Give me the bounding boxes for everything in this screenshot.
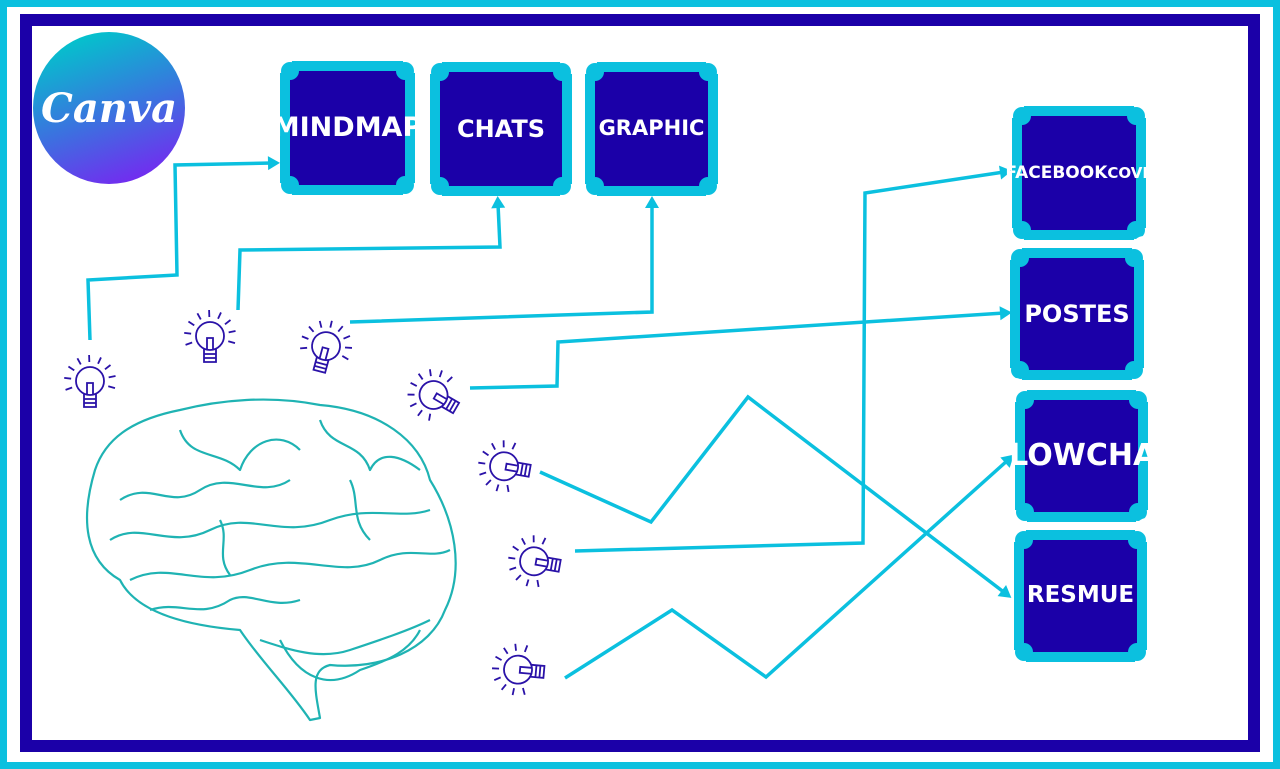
lightbulb-icon (478, 440, 532, 493)
arrowhead (645, 196, 659, 208)
box-label-chats: CHATS (456, 114, 546, 143)
inner-frame (20, 14, 1260, 752)
arrowhead (1000, 454, 1014, 468)
connector-arrow (564, 454, 1014, 680)
lightbulb-icon (492, 643, 546, 696)
arrowhead (998, 165, 1012, 180)
arrowhead (999, 306, 1012, 321)
logo-text: Canva (41, 84, 177, 132)
lightbulb-icon (184, 309, 236, 363)
lightbulb-icon (64, 354, 116, 408)
connector-arrow (86, 156, 280, 341)
connector-arrow (574, 165, 1012, 553)
connector-arrow (539, 394, 1012, 598)
box-label-graphic: GRAPHIC (598, 116, 705, 141)
arrowhead (267, 156, 280, 171)
canva-logo: Canva (33, 32, 185, 184)
box-graphic (573, 50, 730, 208)
lightbulb-icon (300, 320, 353, 374)
box-facebook-cove (1000, 94, 1158, 252)
connector-arrow (236, 196, 506, 311)
lightbulb-icon (508, 535, 562, 588)
box-chats (418, 50, 584, 208)
arrowhead (491, 196, 506, 209)
lightbulb-icon (407, 369, 461, 421)
box-label-resmue: RESMUE (1026, 582, 1135, 609)
connector-arrow (469, 306, 1012, 390)
box-resmue (1002, 518, 1159, 674)
arrowhead (997, 585, 1012, 598)
connector-arrow (349, 196, 659, 324)
box-label-postes: POSTES (1024, 299, 1130, 328)
brain-illustration (85, 398, 457, 722)
box-postes (998, 236, 1156, 392)
